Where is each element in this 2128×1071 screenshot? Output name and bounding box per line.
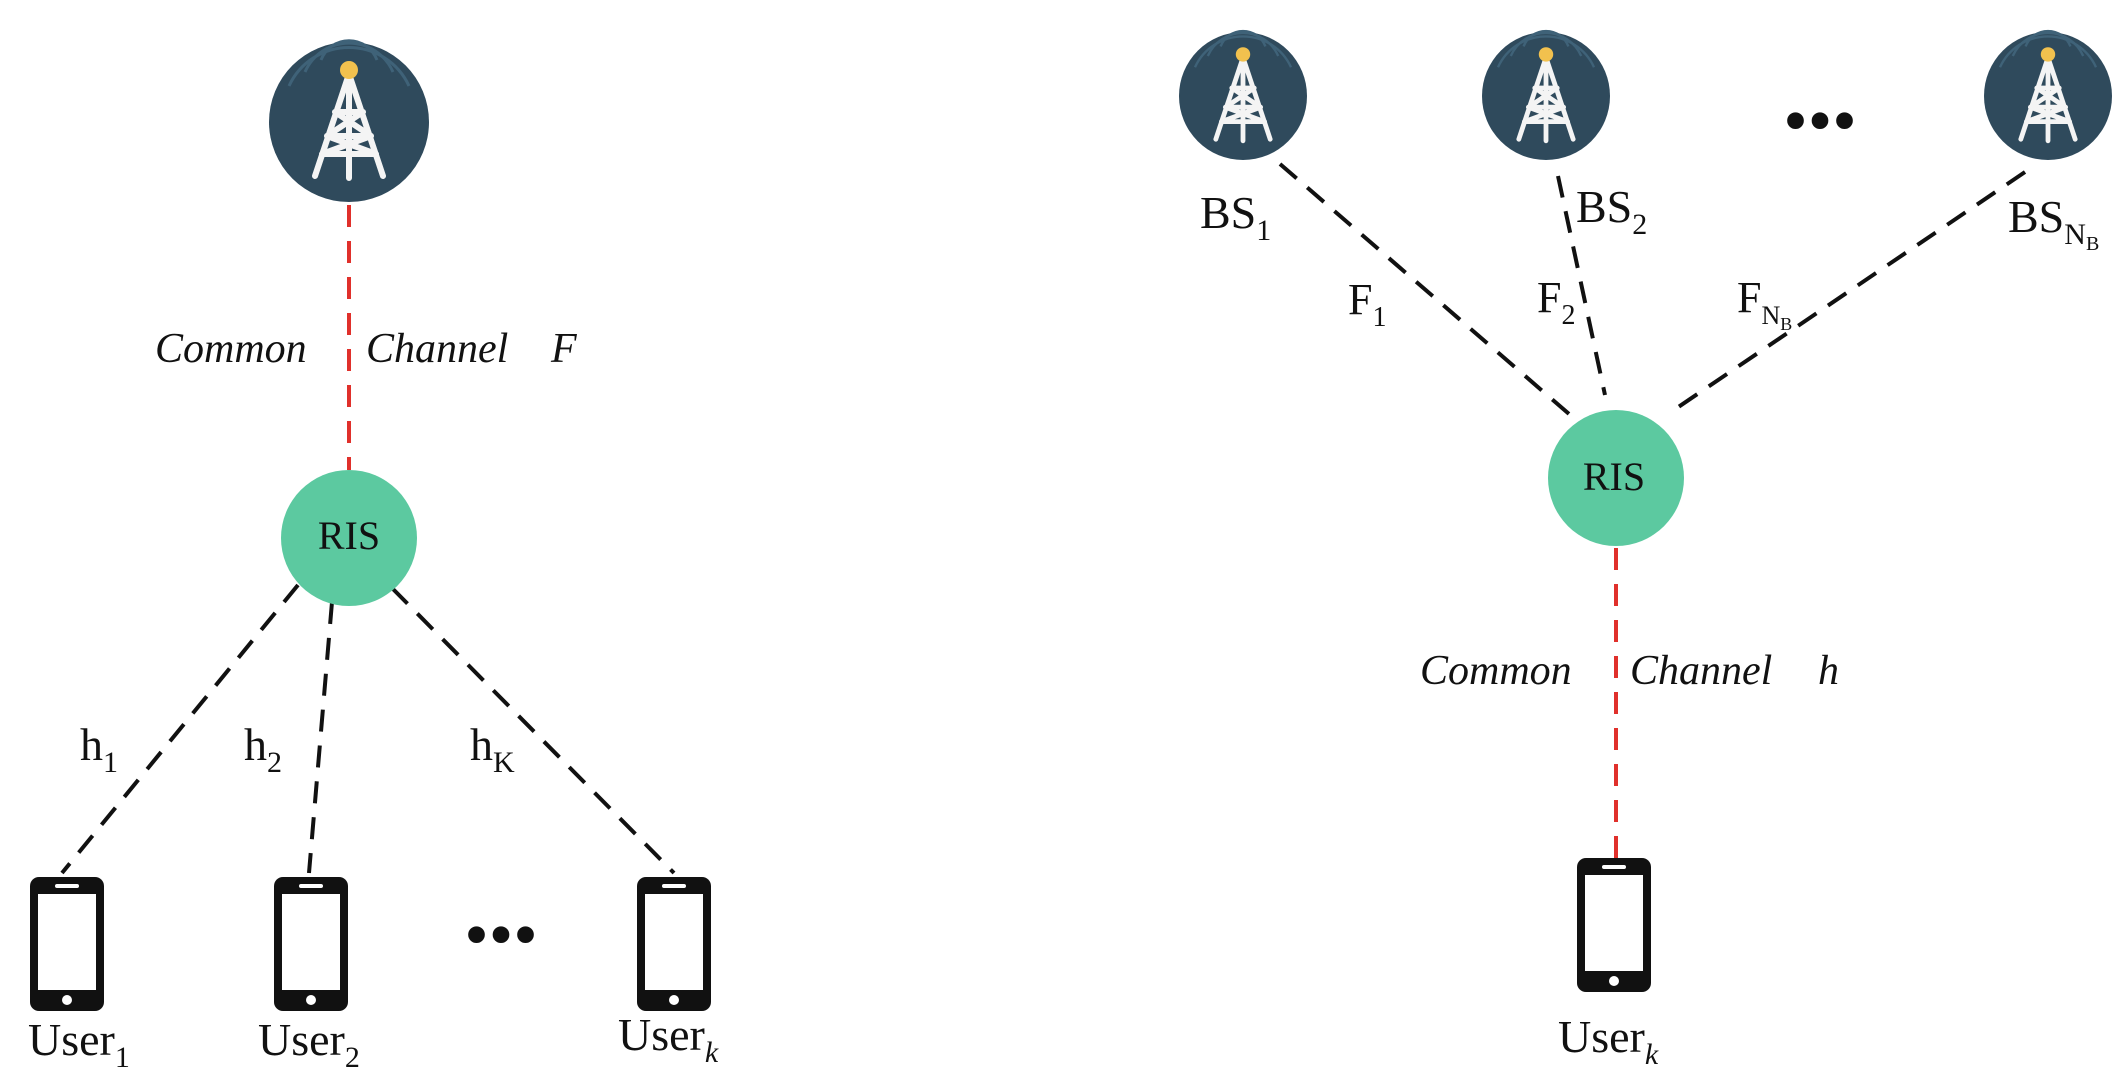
smartphone-icon	[274, 877, 348, 1011]
left-link-label-h1: h1	[80, 719, 118, 779]
right-base-station-nb	[1984, 31, 2112, 176]
left-user-label-k: Userk	[618, 1009, 719, 1069]
left-link-h1	[60, 583, 300, 875]
left-channel-word2: Channel	[366, 326, 508, 372]
right-bs-label-1: BS1	[1200, 187, 1271, 247]
right-channel-word2: Channel	[1630, 648, 1772, 694]
right-ellipsis: •••	[1783, 83, 1857, 160]
left-user-k	[637, 877, 711, 1011]
left-ellipsis: •••	[464, 897, 538, 974]
right-link-f1	[1278, 162, 1578, 422]
left-link-label-h2: h2	[244, 719, 282, 779]
left-user-1	[30, 877, 104, 1011]
left-link-h2	[307, 601, 334, 874]
right-link-f2	[1556, 175, 1607, 396]
right-user-label-k: Userk	[1558, 1011, 1659, 1071]
right-link-label-f2: F2	[1537, 273, 1575, 331]
right-bs-label-nb: BSNB	[2008, 191, 2099, 255]
right-diagram: ••• BS1 BS2 BSNB F1 F2 FNB RIS Common Ch…	[1179, 31, 2112, 1071]
right-user-k	[1577, 858, 1651, 992]
right-base-station-2	[1482, 31, 1610, 176]
right-link-label-f1: F1	[1348, 275, 1386, 333]
smartphone-icon	[30, 877, 104, 1011]
right-link-fnb	[1666, 170, 2027, 416]
left-link-label-hk: hK	[470, 719, 515, 779]
cell-tower-icon	[1179, 31, 1307, 176]
left-channel-symbol: F	[550, 326, 577, 372]
smartphone-icon	[637, 877, 711, 1011]
right-link-label-fnb: FNB	[1737, 273, 1792, 334]
right-base-station-1	[1179, 31, 1307, 176]
left-user-label-1: User1	[28, 1014, 130, 1071]
smartphone-icon	[1577, 858, 1651, 992]
cell-tower-icon	[269, 41, 429, 222]
cell-tower-icon	[1482, 31, 1610, 176]
left-diagram: RIS Common Channel F h1 h2 hK ••• User1 …	[28, 41, 719, 1071]
left-link-hk	[390, 586, 676, 875]
cell-tower-icon	[1984, 31, 2112, 176]
right-bs-label-2: BS2	[1576, 181, 1647, 241]
left-ris-label: RIS	[318, 513, 380, 558]
right-channel-word1: Common	[1420, 648, 1572, 694]
left-channel-word1: Common	[155, 326, 307, 372]
right-channel-symbol: h	[1818, 648, 1839, 694]
left-user-label-2: User2	[258, 1014, 360, 1071]
right-ris-label: RIS	[1583, 454, 1645, 499]
left-base-station	[269, 41, 429, 222]
left-ris-node: RIS	[281, 470, 417, 606]
left-user-2	[274, 877, 348, 1011]
right-ris-node: RIS	[1548, 410, 1684, 546]
